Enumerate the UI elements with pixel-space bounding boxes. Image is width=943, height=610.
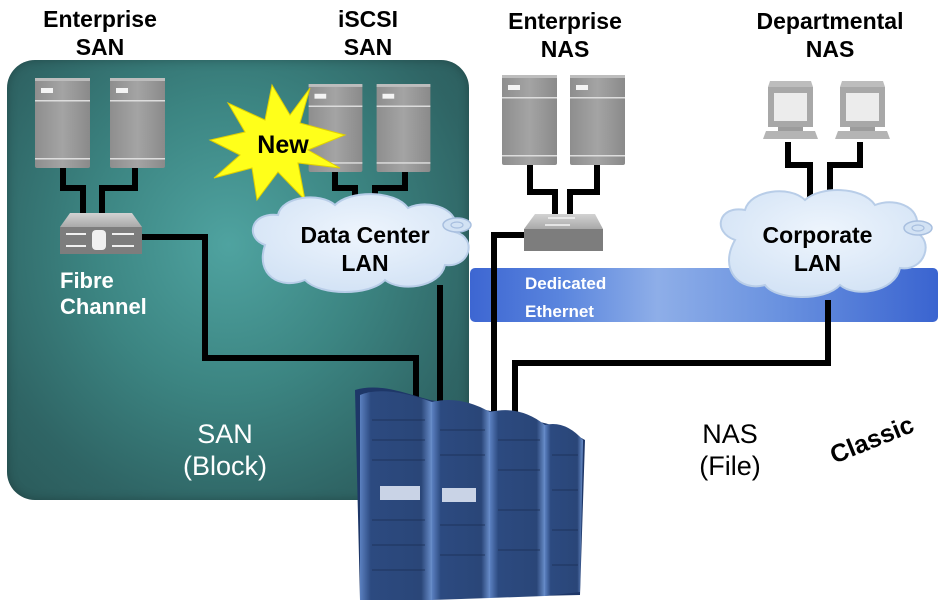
fibre-channel-line2: Channel — [60, 294, 147, 320]
enterprise-san-label-line1: Enterprise — [43, 6, 157, 32]
dedicated-ethernet-line1: Dedicated — [525, 274, 607, 293]
data-center-lan-line1: Data Center — [300, 222, 430, 248]
enterprise-nas-label: Enterprise NAS — [485, 8, 645, 63]
cable-corplan-rack — [512, 300, 831, 420]
cable-enas-2 — [567, 165, 600, 215]
new-starburst-icon — [208, 83, 347, 202]
server-rack-cluster-icon — [355, 387, 585, 600]
new-badge-label: New — [257, 131, 309, 159]
dedicated-ethernet-line2: Ethernet — [525, 302, 594, 321]
dedicated-ethernet-label: Dedicated Ethernet — [525, 270, 606, 326]
cable-fc-rack — [140, 234, 419, 400]
cable-esan-1 — [60, 168, 86, 215]
san-block-line2: (Block) — [182, 451, 267, 482]
data-center-lan-cloud-icon — [251, 193, 472, 293]
departmental-nas-label: Departmental NAS — [735, 8, 925, 63]
enterprise-san-server-1 — [35, 78, 90, 168]
cables — [60, 142, 863, 420]
departmental-nas-label-line1: Departmental — [756, 8, 904, 34]
cable-dnas-2 — [827, 142, 863, 205]
departmental-nas-computer-1 — [763, 81, 818, 139]
corporate-lan-line1: Corporate — [762, 222, 873, 248]
iscsi-san-label-line1: iSCSI — [337, 6, 399, 32]
enterprise-san-label: Enterprise SAN — [20, 6, 180, 61]
cable-dnas-1 — [785, 142, 813, 205]
departmental-nas-label-line2: NAS — [805, 35, 855, 62]
fibre-channel-line1: Fibre — [60, 268, 114, 293]
fibre-channel-switch-icon — [60, 213, 142, 254]
fibre-channel-label: Fibre Channel — [60, 268, 147, 321]
cable-esan-2 — [99, 168, 138, 215]
iscsi-san-server-2 — [376, 84, 431, 172]
iscsi-san-label: iSCSI SAN — [298, 6, 438, 61]
enterprise-nas-label-line2: NAS — [540, 35, 590, 62]
departmental-nas-computer-2 — [835, 81, 890, 139]
iscsi-san-label-line2: SAN — [343, 33, 393, 60]
san-block-label: SAN (Block) — [150, 418, 300, 483]
corporate-lan-label: Corporate LAN — [735, 222, 900, 277]
nas-file-label: NAS (File) — [665, 418, 795, 483]
enterprise-nas-server-1 — [502, 75, 557, 165]
san-block-line1: SAN — [197, 419, 253, 449]
enterprise-nas-server-2 — [570, 75, 625, 165]
cable-enas-1 — [527, 165, 558, 215]
enterprise-san-server-2 — [110, 78, 165, 168]
nas-file-line1: NAS — [702, 419, 758, 449]
enterprise-san-label-line2: SAN — [75, 33, 125, 60]
data-center-lan-label: Data Center LAN — [270, 222, 460, 277]
corporate-lan-line2: LAN — [793, 249, 842, 276]
data-center-lan-line2: LAN — [341, 249, 389, 276]
nas-file-line2: (File) — [699, 451, 761, 482]
nas-ethernet-switch-icon — [524, 214, 603, 251]
corporate-lan-cloud-icon — [719, 189, 933, 298]
enterprise-nas-label-line1: Enterprise — [508, 8, 622, 34]
cable-nasswitch-rack — [491, 232, 525, 415]
